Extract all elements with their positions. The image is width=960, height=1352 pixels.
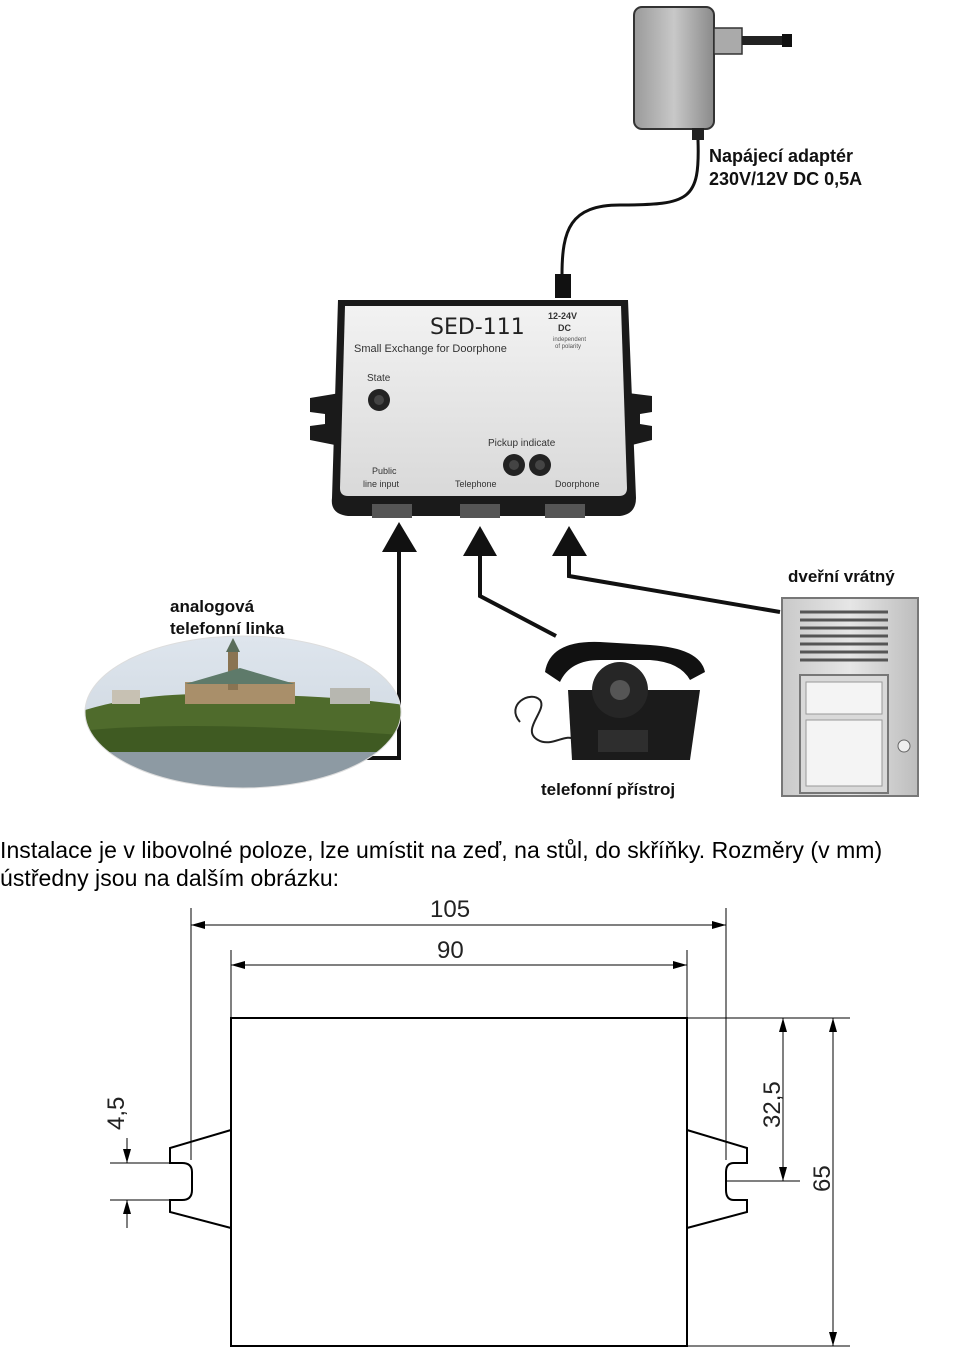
dim-half-height: 32,5 — [759, 1081, 786, 1128]
phone-label: telefonní přístroj — [541, 780, 675, 799]
dimension-drawing: 105 90 4,5 32,5 65 — [103, 896, 850, 1347]
line-label-line1: analogová — [170, 597, 255, 616]
port-public-line2: line input — [363, 479, 400, 489]
device-power-note1: independent — [553, 337, 586, 343]
power-adapter — [633, 6, 792, 140]
device-model: SED-111 — [430, 315, 525, 340]
sed-111-device — [310, 300, 652, 518]
dim-slot-width: 4,5 — [103, 1097, 130, 1130]
port-telephone-label: Telephone — [455, 479, 497, 489]
device-outline-body — [230, 1017, 688, 1347]
dim-width-body: 90 — [437, 937, 464, 964]
line-label-line2: telefonní linka — [170, 619, 285, 638]
dim-width-total: 105 — [430, 896, 470, 923]
adapter-label-line1: Napájecí adaptér — [709, 146, 853, 166]
adapter-label-line2: 230V/12V DC 0,5A — [709, 169, 862, 189]
device-power-line1: 12-24V — [548, 311, 577, 321]
right-mounting-ear — [686, 1129, 748, 1229]
arrow-doorphone — [552, 526, 781, 614]
device-subtitle: Small Exchange for Doorphone — [354, 343, 507, 355]
arrow-telephone — [463, 526, 557, 638]
power-cable — [560, 139, 700, 276]
left-mounting-ear — [169, 1129, 232, 1229]
port-public-line1: Public — [372, 466, 397, 476]
device-power-note2: of polarity — [555, 344, 581, 350]
doorphone-panel — [781, 597, 919, 797]
power-plug-connector — [555, 274, 571, 298]
parliament-photo — [85, 636, 401, 788]
telephone-image — [514, 641, 705, 760]
installation-paragraph: Instalace je v libovolné poloze, lze umí… — [0, 837, 883, 891]
installation-diagram: Napájecí adaptér 230V/12V DC 0,5A SED-11… — [84, 6, 919, 799]
port-doorphone-label: Doorphone — [555, 479, 600, 489]
device-power-line2: DC — [558, 323, 571, 333]
device-pickup-label: Pickup indicate — [488, 438, 556, 449]
dim-height-total: 65 — [809, 1165, 836, 1192]
device-state-label: State — [367, 373, 391, 384]
doorphone-label: dveřní vrátný — [788, 567, 895, 586]
